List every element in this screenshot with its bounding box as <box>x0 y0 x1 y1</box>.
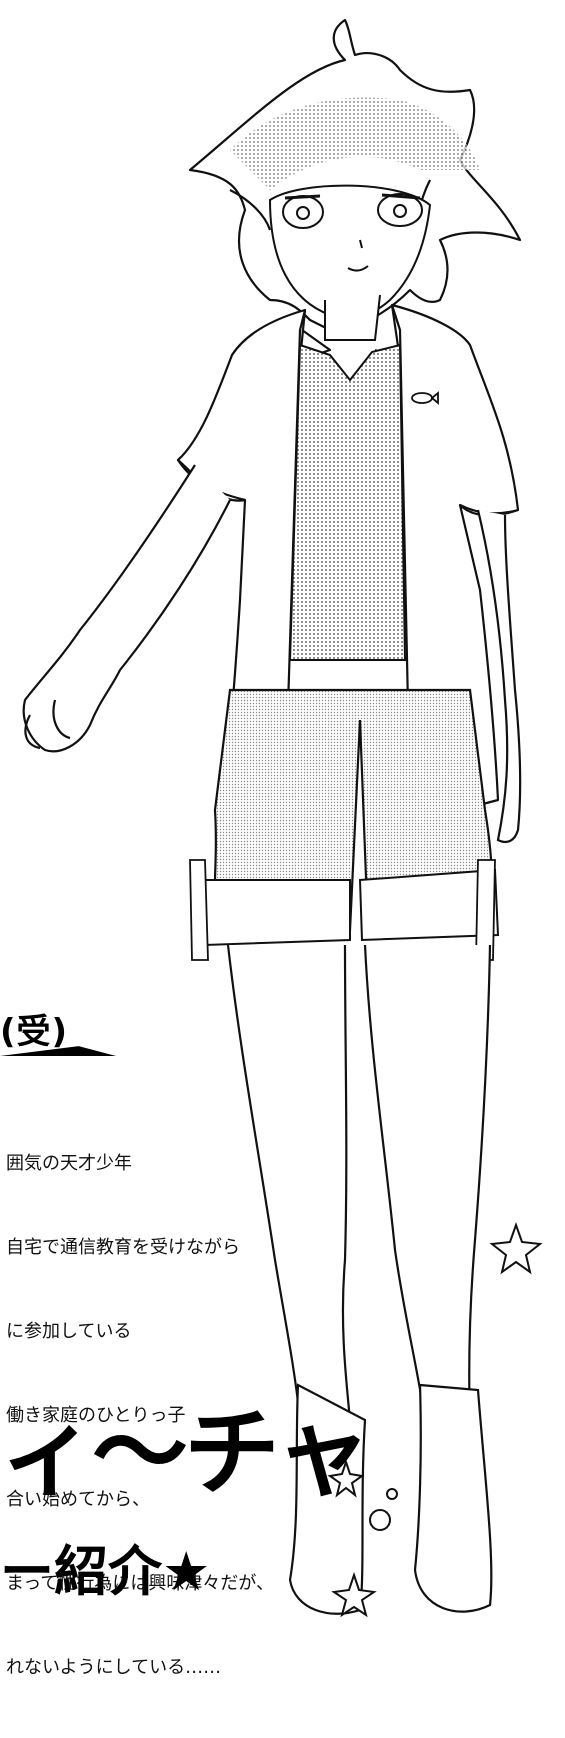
page-subtitle: ー紹介★ <box>0 1540 211 1603</box>
shirt <box>288 343 407 661</box>
sparkle-icon <box>327 1221 543 1618</box>
description-line: れないようにしている…… <box>6 1657 222 1678</box>
shorts <box>189 688 500 961</box>
manga-page: (受) 囲気の天才少年 自宅で通信教育を受けながら に参加している 働き家庭のひ… <box>0 18 543 1678</box>
description-line: まって性行為には興味津々だが、 <box>6 1573 275 1594</box>
character-illustration <box>22 18 543 1618</box>
page-title: ィ〜チャ <box>0 1397 371 1509</box>
description-line: 働き家庭のひとりっ子 <box>6 1405 186 1426</box>
description-line: 囲気の天才少年 <box>6 1153 132 1174</box>
description-line: 自宅で通信教育を受けながら <box>6 1237 240 1258</box>
socks <box>288 1383 493 1615</box>
fish-emblem <box>411 391 439 405</box>
description-line: 合い始めてから、 <box>6 1489 150 1510</box>
profile-heading: (受) <box>0 1012 69 1052</box>
arm-left <box>22 464 231 753</box>
legs <box>226 944 492 1422</box>
neck <box>324 294 381 341</box>
heading-arrow-underline <box>0 1046 117 1056</box>
arm-right <box>476 509 522 844</box>
face <box>268 184 432 319</box>
description-line: に参加している <box>6 1321 132 1342</box>
